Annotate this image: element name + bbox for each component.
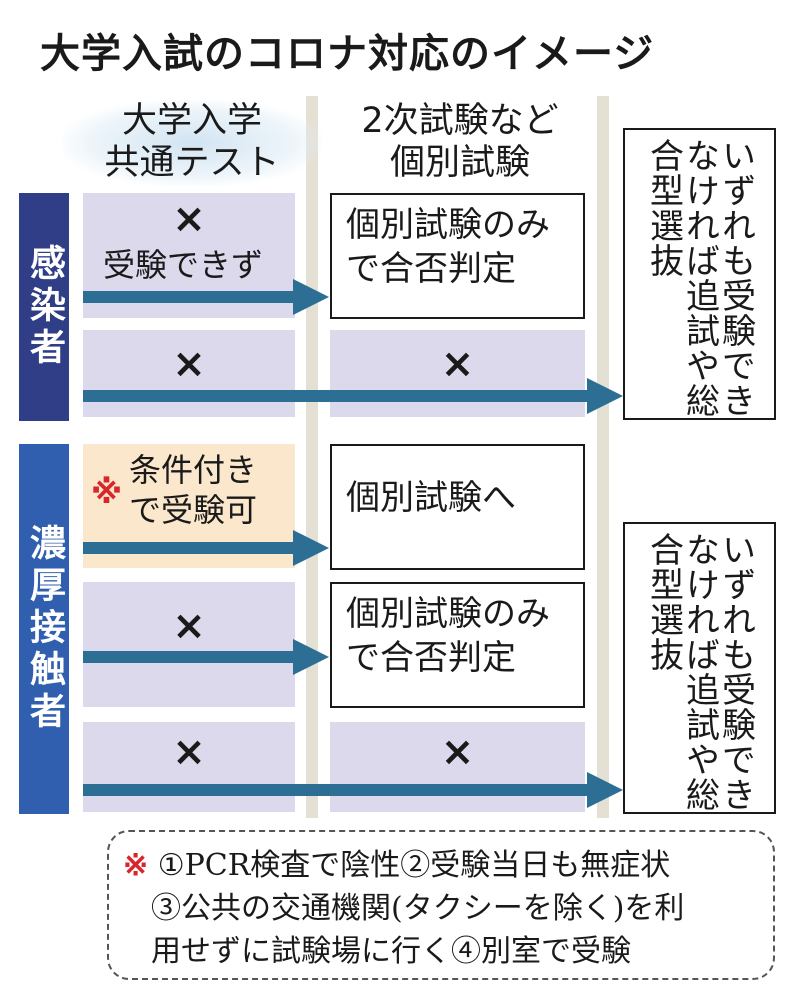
footnote: ※ ①PCR検査で陰性②受験当日も無症状 ③公共の交通機関(タクシーを除く)を利… <box>107 830 775 980</box>
column-header-line: 個別試験 <box>389 143 530 183</box>
asterisk-mark-icon: ※ <box>123 848 149 883</box>
cell-text: で受験可 <box>129 491 258 529</box>
footnote-line: ③公共の交通機関(タクシーを除く)を利 <box>151 891 685 926</box>
cell-text: 受験できず <box>103 246 264 284</box>
arrow-right <box>83 378 623 414</box>
result-box-to-individual: 個別試験へ <box>330 444 585 570</box>
cell-individual-infected-2: × <box>330 330 585 417</box>
cell-common-test-contact-2: × <box>83 582 295 707</box>
footnote-line: 用せずに試験場に行く④別室で受験 <box>151 934 631 969</box>
box-line: で合否判定 <box>346 638 516 678</box>
cross-icon: × <box>172 603 206 649</box>
footnote-text: ①PCR検査で陰性②受験当日も無症状 <box>157 848 671 883</box>
group-label-infected: 感染者 <box>19 193 69 421</box>
group-label-text: 感染者 <box>24 244 65 370</box>
box-line: 個別試験のみ <box>346 205 550 245</box>
result-box-individual-only-1: 個別試験のみ で合否判定 <box>330 193 585 319</box>
column-divider-2 <box>597 96 609 818</box>
cell-common-test-infected-2: × <box>83 330 295 417</box>
cross-icon: × <box>172 341 206 387</box>
box-line: 個別試験のみ <box>346 594 550 634</box>
column-header-line: 共通テスト <box>104 143 280 183</box>
cross-icon: × <box>440 341 475 387</box>
asterisk-mark-icon: ※ <box>91 473 123 511</box>
makeup-exam-box-2: いずれも受験できなければ追試や総合型選抜 <box>623 522 776 814</box>
cross-icon: × <box>172 729 206 775</box>
makeup-exam-box-1: いずれも受験できなければ追試や総合型選抜 <box>623 128 776 420</box>
column-header-line: 2次試験など <box>361 101 559 141</box>
page-title: 大学入試のコロナ対応のイメージ <box>40 31 655 77</box>
makeup-text: いずれも受験できなければ追試や総合型選抜 <box>643 532 756 812</box>
group-label-text: 濃厚接触者 <box>24 524 65 734</box>
column-divider-1 <box>306 96 318 818</box>
cross-icon: × <box>172 196 206 242</box>
result-box-individual-only-2: 個別試験のみ で合否判定 <box>330 582 585 708</box>
cell-individual-contact-3: × <box>330 722 585 812</box>
box-line: 個別試験へ <box>346 478 516 518</box>
cell-text: 条件付き <box>129 451 258 489</box>
column-header-common-test: 大学入学 共通テスト <box>62 100 322 186</box>
arrow-right <box>83 279 329 315</box>
footnote-line: ※ ①PCR検査で陰性②受験当日も無症状 <box>123 844 773 887</box>
arrow-right <box>83 530 329 566</box>
cell-common-test-contact-3: × <box>83 722 295 812</box>
column-header-individual: 2次試験など 個別試験 <box>330 100 590 184</box>
makeup-text: いずれも受験できなければ追試や総合型選抜 <box>643 138 756 418</box>
cross-icon: × <box>440 729 475 775</box>
arrow-right <box>83 639 329 675</box>
group-label-close-contact: 濃厚接触者 <box>19 444 69 814</box>
box-line: で合否判定 <box>346 249 516 289</box>
column-header-line: 大学入学 <box>121 101 262 141</box>
arrow-right <box>83 772 623 808</box>
